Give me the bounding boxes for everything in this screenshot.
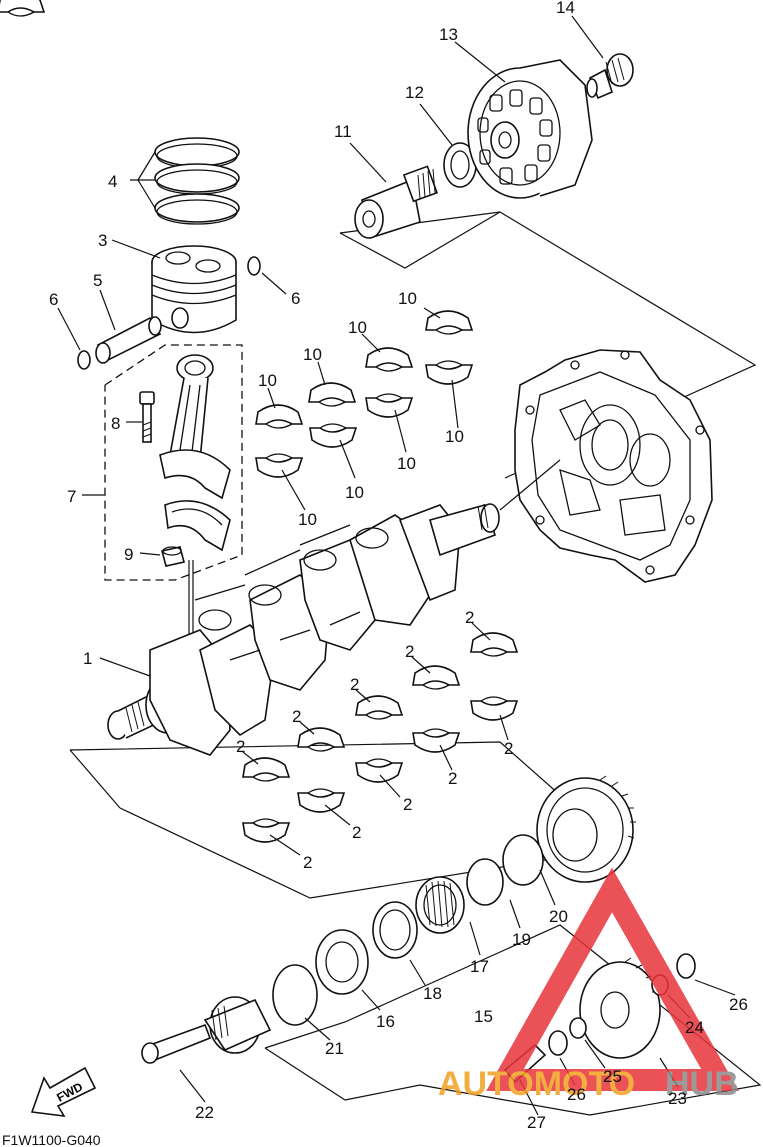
label-14: 14: [556, 0, 575, 17]
part-25-washer: [569, 1017, 587, 1039]
label-5: 5: [93, 271, 102, 290]
label-10: 10: [398, 289, 417, 308]
label-3: 3: [98, 231, 107, 250]
label-2: 2: [465, 608, 474, 627]
watermark-brand-part1: AUTOMOTO: [438, 1065, 635, 1103]
label-6: 6: [49, 290, 58, 309]
label-10: 10: [298, 510, 317, 529]
part-26-clip-left: [548, 1030, 568, 1056]
part-19b-ring: [466, 858, 504, 906]
part-3-piston: [151, 245, 237, 334]
label-27: 27: [527, 1113, 546, 1132]
label-10: 10: [258, 371, 277, 390]
diagram-code: F1W1100-G040: [2, 1132, 101, 1147]
label-18: 18: [423, 984, 442, 1003]
part-21-circlip: [272, 964, 318, 1026]
label-16: 16: [376, 1012, 395, 1031]
part-5-piston-pin: [95, 316, 162, 364]
label-2: 2: [405, 642, 414, 661]
label-10: 10: [445, 427, 464, 446]
part-19-circlip: [502, 834, 544, 886]
label-15: 15: [474, 1007, 493, 1026]
bearing-shells-10: [0, 0, 473, 511]
part-labels: 1 2 2 2 2 2 2 2 2 2 2 3 4 5 6 6 7 8 9 10…: [49, 0, 748, 1132]
label-25: 25: [603, 1067, 622, 1086]
bearing-shells-2: [242, 622, 518, 856]
part-9-rod-nut: [161, 546, 185, 567]
part-22-gear-bolt: [141, 996, 272, 1064]
label-22: 22: [195, 1103, 214, 1122]
output-shaft-group: [339, 15, 757, 479]
part-16-bearing: [315, 929, 369, 995]
label-10: 10: [303, 345, 322, 364]
label-26: 26: [729, 995, 748, 1014]
watermark-brand-part2: HUB: [665, 1065, 739, 1103]
label-7: 7: [67, 487, 76, 506]
label-2: 2: [292, 707, 301, 726]
label-10: 10: [345, 483, 364, 502]
connecting-rod-group: [82, 344, 243, 640]
part-20-drive-gear: [536, 775, 636, 883]
label-23: 23: [668, 1089, 687, 1108]
part-18-washer: [372, 901, 418, 959]
label-10: 10: [397, 454, 416, 473]
part-13-coupling: [467, 59, 593, 199]
part-26-clip-right: [676, 953, 696, 979]
label-20: 20: [549, 907, 568, 926]
label-10: 10: [348, 318, 367, 337]
label-26: 26: [567, 1085, 586, 1104]
label-21: 21: [325, 1039, 344, 1058]
fwd-arrow: FWD: [30, 1066, 97, 1117]
label-24: 24: [685, 1018, 704, 1037]
label-17: 17: [470, 957, 489, 976]
part-17-bearing: [415, 876, 465, 934]
piston-group: [57, 137, 287, 370]
watermark-logo: AUTOMOTO HUB: [438, 867, 739, 1103]
label-2: 2: [303, 853, 312, 872]
label-2: 2: [448, 769, 457, 788]
label-12: 12: [405, 83, 424, 102]
bearing-shell-10: [0, 0, 46, 17]
label-2: 2: [403, 795, 412, 814]
part-7-connecting-rod: [159, 354, 231, 552]
part-11-shaft: [354, 165, 439, 240]
label-1: 1: [83, 649, 92, 668]
label-11: 11: [334, 122, 352, 141]
label-2: 2: [350, 675, 359, 694]
part-14-plug: [586, 53, 634, 100]
crankcase-cover: [499, 349, 713, 583]
label-4: 4: [108, 172, 117, 191]
part-6-clip-left: [77, 350, 91, 370]
label-19: 19: [512, 930, 531, 949]
label-2: 2: [236, 737, 245, 756]
label-2: 2: [352, 823, 361, 842]
label-6: 6: [291, 289, 300, 308]
part-6-clip-right: [247, 256, 261, 276]
label-9: 9: [124, 545, 133, 564]
part-8-rod-bolt: [139, 391, 155, 443]
part-23-starter-gear: [579, 957, 661, 1059]
label-2: 2: [504, 739, 513, 758]
part-1-crankshaft: [69, 503, 622, 899]
label-8: 8: [111, 414, 120, 433]
label-13: 13: [439, 25, 458, 44]
part-4-piston-rings: [154, 137, 240, 225]
